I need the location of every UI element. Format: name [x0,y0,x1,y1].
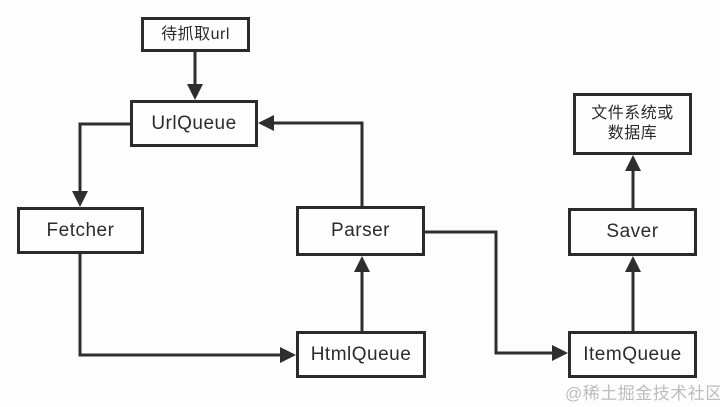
arrowhead-up-icon [625,256,641,272]
edge-itemqueue-to-saver [625,256,641,331]
node-fetcher: Fetcher [17,207,144,254]
node-url-queue-label: UrlQueue [151,112,237,134]
node-fetcher-label: Fetcher [46,219,115,241]
node-parser: Parser [296,206,425,256]
node-html-queue: HtmlQueue [296,331,426,378]
edge-htmlqueue-to-parser [354,256,370,331]
node-saver-label: Saver [606,221,659,243]
edge-saver-to-storage [625,155,641,208]
arrowhead-right-icon [280,347,296,363]
arrowhead-left-icon [258,115,274,131]
node-item-queue-label: ItemQueue [583,343,682,365]
node-storage-label: 文件系统或 数据库 [591,105,674,142]
edge-pendingurl-to-urlqueue [187,52,203,100]
arrowhead-down-icon [72,191,88,207]
arrowhead-right-icon [552,345,568,361]
node-pending-url-label: 待抓取url [161,25,230,43]
node-url-queue: UrlQueue [130,100,258,147]
node-saver: Saver [568,208,697,256]
edge-urlqueue-to-fetcher [72,122,130,207]
node-storage: 文件系统或 数据库 [573,93,692,155]
node-pending-url: 待抓取url [141,17,250,52]
arrowhead-down-icon [187,84,203,100]
watermark: @稀土掘金技术社区 [565,384,720,403]
arrowhead-up-icon [625,155,641,171]
node-parser-label: Parser [331,220,390,242]
arrowhead-up-icon [354,256,370,272]
edge-parser-to-itemqueue [425,230,568,361]
edge-parser-to-urlqueue [258,115,364,206]
node-item-queue: ItemQueue [568,331,697,378]
edge-fetcher-to-htmlqueue [78,254,296,363]
node-html-queue-label: HtmlQueue [310,343,412,365]
